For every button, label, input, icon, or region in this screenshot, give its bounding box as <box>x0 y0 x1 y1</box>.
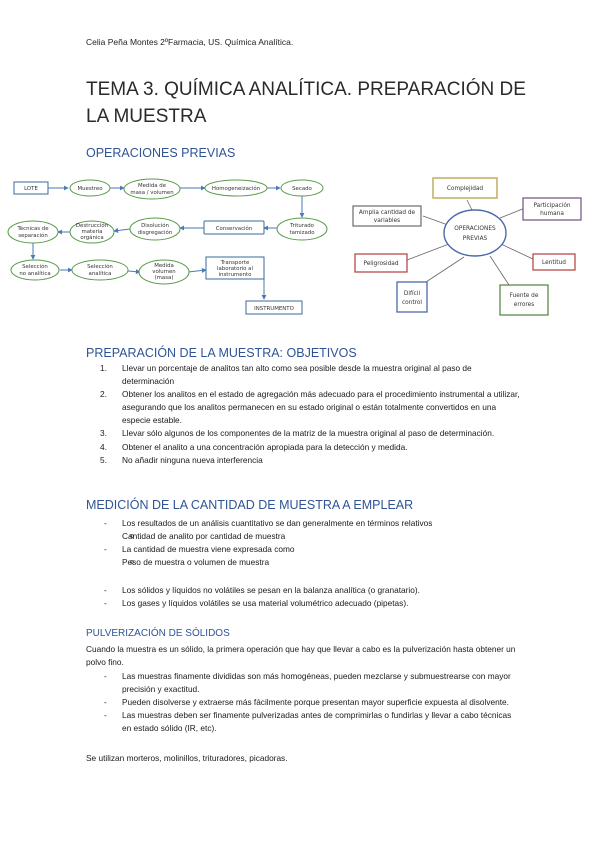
mind-map-label-amplia-2: variables <box>374 218 400 224</box>
medicion-list: -Los resultados de un análisis cuantitat… <box>100 517 520 569</box>
flow-label-medida-2: masa / volumen <box>130 190 173 196</box>
flow-label-destruccion-2: materia <box>81 229 102 235</box>
flow-label-triturado-2: tamizado <box>289 230 314 236</box>
section-heading-medicion: MEDICIÓN DE LA CANTIDAD DE MUESTRA A EMP… <box>86 498 414 512</box>
list-item: -Pueden disolverse y extraerse más fácil… <box>104 697 509 708</box>
mind-map-center-label: OPERACIONES <box>454 226 496 232</box>
list-item: 1.Llevar un porcentaje de analitos tan a… <box>100 363 472 387</box>
mind-map-label-participacion-2: humana <box>540 211 564 217</box>
flow-label-transporte: Transporte <box>220 260 250 266</box>
flow-label-medida-volumen-2: volumen <box>152 269 175 275</box>
list-item: 4.Obtener el analito a una concentración… <box>100 441 408 452</box>
flow-node-muestreo <box>69 179 111 197</box>
mind-map-label-fuente: Fuente de <box>510 293 539 299</box>
pulverizacion-closing: Se utilizan morteros, molinillos, tritur… <box>86 753 288 763</box>
flow-label-seleccion-analitica-2: analítica <box>89 270 112 277</box>
flow-label-triturado: Triturado <box>289 223 314 229</box>
flow-label-tecnicas: Técnicas de <box>16 225 49 232</box>
flow-label-homog: Homogeneización <box>212 185 260 192</box>
flow-label-seleccion-analitica: Selección <box>87 263 113 270</box>
flow-node-transporte <box>205 256 265 280</box>
mind-map-label-amplia: Amplia cantidad de <box>359 210 416 216</box>
mind-map-label-complejidad: Complejidad <box>447 186 484 192</box>
flow-label-destruccion: Destrucción <box>76 222 108 229</box>
flow-node-tecnicas <box>7 220 59 244</box>
flow-node-seleccion-no <box>10 259 60 281</box>
mind-map-node-participacion <box>522 197 582 221</box>
list-item: -La cantidad de muestra viene expresada … <box>104 544 295 555</box>
mind-map-node-dificil <box>396 281 428 313</box>
mind-map-node-complejidad <box>432 177 498 199</box>
section-heading-objetivos: PREPARACIÓN DE LA MUESTRA: OBJETIVOS <box>86 346 357 360</box>
mind-map-label-fuente-2: errores <box>514 302 535 308</box>
mind-map-node-lentitud <box>532 253 576 271</box>
flow-diagram: LOTE Muestreo Medida de masa / volumen H… <box>7 178 328 315</box>
flow-node-medida <box>123 178 181 200</box>
mind-map-label-participacion: Participación <box>533 202 570 209</box>
list-item: 2.Obtener los analitos en el estado de a… <box>100 389 520 426</box>
mind-map-label-dificil-2: control <box>402 300 422 306</box>
medicion-list-2: -Los sólidos y líquidos no volátiles se … <box>100 584 520 610</box>
flow-node-triturado <box>276 217 328 241</box>
section-heading-pulverizacion: PULVERIZACIÓN DE SÓLIDOS <box>86 628 230 639</box>
flow-label-seleccion-no-2: no analítica <box>19 270 50 277</box>
flow-label-disolucion: Disolución <box>141 222 169 229</box>
flow-label-secado: Secado <box>292 186 312 192</box>
mind-map-label-peligrosidad: Peligrosidad <box>363 261 398 267</box>
mind-map-node-peligrosidad <box>354 253 408 273</box>
list-item: 3.Llevar sólo algunos de los componentes… <box>100 428 495 439</box>
mind-map-center-label-2: PREVIAS <box>463 236 488 242</box>
flow-node-instrumento <box>245 300 303 315</box>
flow-label-muestreo: Muestreo <box>77 186 102 192</box>
flow-label-disolucion-2: disgregación <box>138 229 172 236</box>
flow-label-medida: Medida de <box>138 183 167 189</box>
flow-label-transporte-3: instrumento <box>219 272 252 278</box>
flow-node-homogeneizacion <box>204 179 268 197</box>
section-heading-operaciones: OPERACIONES PREVIAS <box>86 146 236 160</box>
mind-map-label-dificil: Difícil <box>404 290 421 297</box>
list-item: -Las muestras deben ser finamente pulver… <box>104 710 512 734</box>
list-item: -Los sólidos y líquidos no volátiles se … <box>104 585 420 595</box>
flow-label-destruccion-3: orgánica <box>80 234 103 241</box>
flow-label-tecnicas-2: separación <box>18 232 48 239</box>
list-item: -Los gases y líquidos volátiles se usa m… <box>104 598 409 609</box>
flow-label-lote: LOTE <box>24 186 38 192</box>
flow-node-secado <box>280 179 324 197</box>
pulverizacion-intro: Cuando la muestra es un sólido, la prime… <box>86 644 516 668</box>
list-item: 5.No añadir ninguna nueva interferencia <box>100 454 263 465</box>
mind-map-node-fuente <box>499 284 549 316</box>
pulverizacion-list: -Las muestras finamente divididas son má… <box>100 670 520 735</box>
list-item: -Los resultados de un análisis cuantitat… <box>104 518 433 528</box>
document-title: TEMA 3. QUÍMICA ANALÍTICA. PREPARACIÓN D… <box>86 79 526 127</box>
flow-node-conservacion <box>203 220 265 235</box>
mind-map-center <box>443 209 507 257</box>
flow-label-medida-volumen: Medida <box>154 263 174 269</box>
mind-map-label-lentitud: Lentitud <box>542 260 566 266</box>
flow-node-medida-volumen <box>138 259 190 285</box>
flow-node-seleccion-analitica <box>71 259 129 281</box>
flow-label-conservacion: Conservación <box>216 225 253 232</box>
flow-label-medida-volumen-3: (masa) <box>155 275 174 281</box>
flow-label-transporte-2: laboratorio al <box>217 266 253 272</box>
flow-node-destruccion <box>69 220 115 244</box>
flow-label-instrumento: INSTRUMENTO <box>254 306 294 312</box>
objetivos-list: 1.Llevar un porcentaje de analitos tan a… <box>100 362 520 467</box>
mind-map-node-amplia <box>352 205 422 227</box>
flow-node-disolucion <box>129 217 181 241</box>
flow-label-seleccion-no: Selección <box>22 263 48 270</box>
mind-map-diagram: OPERACIONES PREVIAS Complejidad Particip… <box>352 177 582 316</box>
flow-node-lote <box>13 181 49 195</box>
document-header: Celia Peña Montes 2ºFarmacia, US. Químic… <box>86 37 294 47</box>
list-item: -Las muestras finamente divididas son má… <box>104 671 511 695</box>
